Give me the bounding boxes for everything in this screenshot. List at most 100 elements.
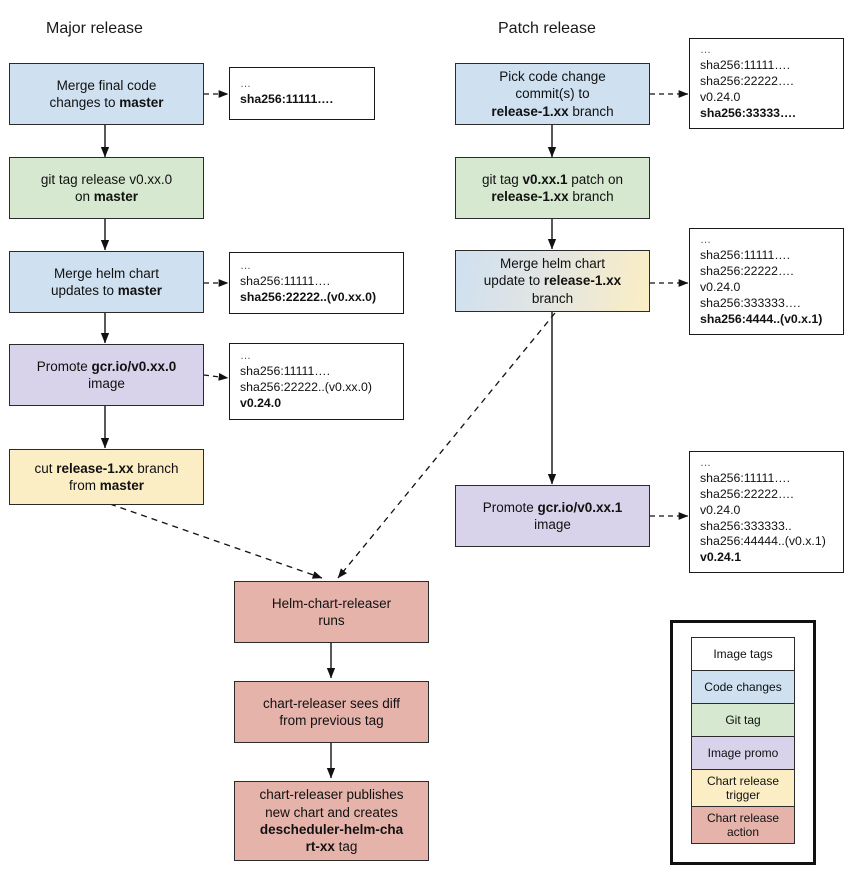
- node-line-bold: release-1.xx: [56, 460, 134, 476]
- legend-items: Image tags Code changes Git tag Image pr…: [691, 637, 795, 844]
- major-release-title: Major release: [46, 20, 143, 37]
- legend-item-image-tags: Image tags: [691, 637, 795, 671]
- node-line: changes to: [49, 95, 120, 110]
- node-line: branch: [133, 460, 179, 476]
- legend-label: Code changes: [704, 679, 782, 694]
- tagbox-major-3: … sha256:11111…. sha256:22222..(v0.xx.0)…: [229, 343, 404, 420]
- node-line: Merge final code: [56, 77, 157, 93]
- legend-item-chart-release-trigger: Chart release trigger: [691, 769, 795, 807]
- tag-line: sha256:11111….: [700, 58, 791, 73]
- legend-label: Git tag: [725, 712, 761, 727]
- node-line-bold: master: [93, 189, 139, 204]
- node-line: patch on: [567, 171, 624, 187]
- node-line: Merge helm chart: [53, 265, 160, 281]
- node-cut-release-branch[interactable]: cut release-1.xx branch from master: [9, 449, 204, 505]
- tag-line: sha256:22222..(v0.xx.0): [240, 289, 377, 304]
- tag-line: sha256:333333..: [700, 518, 792, 533]
- node-line: image: [534, 517, 571, 532]
- tag-line: sha256:4444..(v0.x.1): [700, 311, 823, 326]
- node-line: Promote: [482, 499, 538, 515]
- tag-line: …: [240, 78, 252, 90]
- tag-line: …: [240, 350, 252, 363]
- node-line: new chart and creates: [265, 804, 398, 820]
- node-line: Promote: [36, 358, 92, 374]
- legend-item-code-changes: Code changes: [691, 670, 795, 704]
- node-line: branch: [568, 189, 614, 204]
- node-promote-image-patch[interactable]: Promote gcr.io/v0.xx.1 image: [455, 485, 650, 547]
- node-line: runs: [318, 613, 345, 628]
- node-git-tag-release[interactable]: git tag release v0.xx.0 on master: [9, 157, 204, 219]
- tag-line: sha256:33333….: [700, 105, 796, 120]
- node-line: commit(s) to: [515, 86, 590, 102]
- node-line: Pick code change: [499, 69, 606, 85]
- legend-item-chart-release-action: Chart release action: [691, 806, 795, 844]
- node-line: from: [68, 478, 100, 493]
- node-line-bold: descheduler-helm-cha: [259, 822, 404, 837]
- tag-line: sha256:11111….: [240, 364, 331, 379]
- tagbox-patch-2: … sha256:11111…. sha256:22222…. v0.24.0 …: [689, 228, 844, 335]
- node-chart-releaser-publishes[interactable]: chart-releaser publishes new chart and c…: [234, 781, 429, 861]
- node-line-bold: rt-xx: [305, 839, 335, 855]
- tag-line: sha256:11111….: [700, 470, 791, 485]
- tag-line: v0.24.0: [700, 90, 741, 104]
- node-line-bold: master: [119, 95, 164, 110]
- node-helm-chart-releaser-runs[interactable]: Helm-chart-releaser runs: [234, 581, 429, 643]
- node-git-tag-patch[interactable]: git tag v0.xx.1 patch on release-1.xx br…: [455, 157, 650, 219]
- tag-line: sha256:22222..(v0.xx.0): [240, 380, 372, 394]
- legend-label: Image tags: [713, 646, 773, 661]
- tag-line: sha256:44444..(v0.x.1): [700, 534, 826, 549]
- node-line-bold: release-1.xx: [491, 189, 569, 204]
- node-line: from previous tag: [279, 713, 384, 728]
- node-chart-releaser-diff[interactable]: chart-releaser sees diff from previous t…: [234, 681, 429, 743]
- node-line: chart-releaser publishes: [259, 787, 404, 803]
- node-line: branch: [531, 290, 574, 306]
- node-line: git tag release v0.xx.0: [40, 171, 173, 187]
- node-line: git tag: [481, 171, 523, 187]
- tag-line: sha256:11111….: [240, 273, 331, 288]
- node-line-bold: master: [99, 478, 145, 493]
- node-merge-helm-chart-master[interactable]: Merge helm chart updates to master: [9, 251, 204, 313]
- legend-item-image-promo: Image promo: [691, 736, 795, 770]
- tag-line: …: [700, 456, 712, 469]
- node-line: Merge helm chart: [499, 256, 606, 272]
- legend-panel: Image tags Code changes Git tag Image pr…: [670, 620, 816, 865]
- tag-line: sha256:22222….: [700, 486, 794, 501]
- tagbox-major-2: … sha256:11111…. sha256:22222..(v0.xx.0): [229, 252, 404, 314]
- legend-label: Image promo: [707, 745, 779, 760]
- tag-line: sha256:333333….: [700, 296, 801, 310]
- legend-item-git-tag: Git tag: [691, 703, 795, 737]
- tag-line: v0.24.0: [240, 395, 282, 410]
- node-line: updates to: [50, 283, 118, 298]
- edge-cut-to-releaser: [109, 503, 323, 579]
- node-line-bold: master: [117, 283, 163, 298]
- tagbox-patch-3: … sha256:11111…. sha256:22222…. v0.24.0 …: [689, 451, 844, 573]
- tag-line: sha256:22222….: [700, 74, 794, 89]
- tag-line: …: [700, 234, 712, 247]
- tag-line: …: [240, 259, 252, 272]
- tagbox-major-1: … sha256:11111….: [229, 67, 375, 120]
- edge-promote-to-tags3: [203, 372, 229, 381]
- node-merge-final-code[interactable]: Merge final code changes to master: [9, 63, 204, 125]
- node-line-bold: release-1.xx: [491, 103, 569, 119]
- node-pick-code-change[interactable]: Pick code change commit(s) to release-1.…: [455, 63, 650, 125]
- node-merge-helm-chart-release[interactable]: Merge helm chart update to release-1.xx …: [455, 250, 650, 312]
- patch-release-title: Patch release: [498, 20, 596, 37]
- tag-line: sha256:11111….: [240, 92, 333, 106]
- tagbox-patch-1: … sha256:11111…. sha256:22222…. v0.24.0 …: [689, 38, 844, 129]
- node-line: cut: [34, 460, 57, 476]
- tag-line: v0.24.0: [700, 280, 741, 295]
- node-line: chart-releaser sees diff: [262, 695, 401, 711]
- node-line-bold: gcr.io/v0.xx.0: [91, 358, 177, 374]
- tag-line: sha256:22222….: [700, 264, 794, 279]
- tag-line: v0.24.1: [700, 550, 742, 565]
- node-line: image: [88, 376, 125, 391]
- legend-label: Chart release action: [706, 810, 780, 839]
- tag-line: sha256:11111….: [700, 248, 791, 263]
- node-line: branch: [568, 103, 614, 119]
- node-line: on: [74, 189, 94, 204]
- tag-line: …: [700, 44, 712, 57]
- node-line-bold: gcr.io/v0.xx.1: [537, 499, 623, 515]
- node-promote-image-major[interactable]: Promote gcr.io/v0.xx.0 image: [9, 344, 204, 406]
- node-line: tag: [334, 839, 358, 855]
